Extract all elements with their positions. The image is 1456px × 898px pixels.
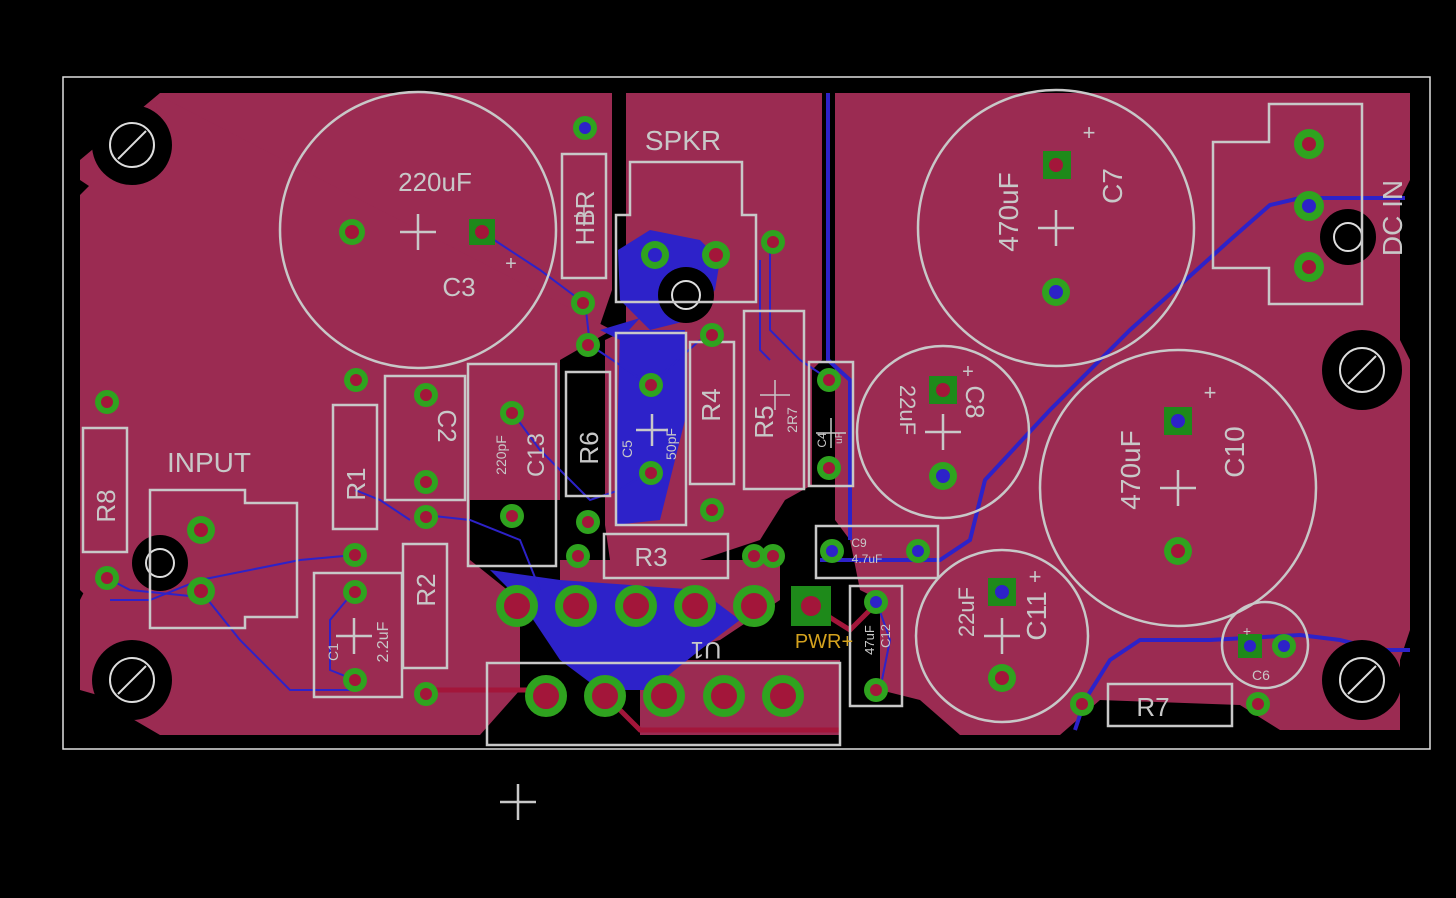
c7-value-label: 470uF bbox=[993, 172, 1024, 251]
board-outline bbox=[62, 76, 1431, 750]
pwr-label: PWR+ bbox=[795, 631, 853, 653]
c3-outline bbox=[278, 90, 558, 370]
c8-outline bbox=[855, 344, 1031, 520]
mounting-holes bbox=[92, 105, 1402, 720]
r4-label: R4 bbox=[696, 388, 726, 421]
c7-outline bbox=[916, 88, 1196, 368]
c13-outline bbox=[466, 362, 558, 568]
c1-value-label: 2.2uF bbox=[375, 621, 392, 662]
c10-outline bbox=[1038, 348, 1318, 628]
mounting-hole-dcin bbox=[1320, 209, 1376, 265]
r6-outline bbox=[564, 370, 612, 498]
c7-polarity-mark: + bbox=[1083, 120, 1096, 145]
silkscreen bbox=[81, 88, 1364, 820]
c10-value-label: 470uF bbox=[1115, 430, 1146, 509]
c11-outline bbox=[914, 548, 1090, 724]
c12-outline bbox=[848, 584, 904, 708]
c13-name-label: C13 bbox=[523, 433, 550, 477]
c5-value-label: 50pF bbox=[663, 428, 679, 460]
c3-name-label: C3 bbox=[442, 272, 475, 302]
r2-label: R2 bbox=[411, 573, 441, 606]
pads bbox=[95, 116, 1324, 717]
c10-name-label: C10 bbox=[1219, 426, 1250, 477]
r1-label: R1 bbox=[341, 467, 371, 500]
c8-polarity-mark: + bbox=[962, 361, 974, 383]
mounting-hole-spkr bbox=[658, 267, 714, 323]
spkr-outline bbox=[614, 160, 758, 304]
c3-polarity-mark: + bbox=[505, 253, 517, 275]
c6-label: C6 bbox=[1252, 667, 1270, 683]
input-label: INPUT bbox=[167, 447, 251, 478]
c3-value-label: 220uF bbox=[398, 167, 472, 197]
dcin-outline bbox=[1211, 102, 1364, 306]
c9-value-label: 4.7uF bbox=[852, 552, 883, 566]
r5-outline bbox=[742, 309, 806, 491]
c5-outline bbox=[614, 331, 688, 527]
spkr-label: SPKR bbox=[645, 125, 721, 156]
c11-polarity-mark: + bbox=[1029, 564, 1042, 589]
c4-outline bbox=[807, 360, 855, 488]
c2-label: C2 bbox=[432, 409, 462, 442]
u1-outline bbox=[485, 661, 842, 747]
r8-outline bbox=[81, 426, 129, 554]
c7-name-label: C7 bbox=[1097, 168, 1128, 204]
r5-value-label: 2R7 bbox=[784, 407, 800, 433]
c6-outline bbox=[1220, 600, 1310, 690]
hbr-label: HBR bbox=[570, 191, 600, 246]
c10-polarity-mark: + bbox=[1204, 380, 1217, 405]
u1-label: U1 bbox=[691, 636, 722, 663]
c11-name-label: C11 bbox=[1021, 591, 1052, 640]
c13-value-label: 220pF bbox=[493, 435, 509, 475]
c2-outline bbox=[383, 374, 467, 502]
input-outline bbox=[148, 488, 299, 630]
r1-outline bbox=[331, 403, 379, 531]
r8-label: R8 bbox=[91, 489, 121, 522]
c11-value-label: 22uF bbox=[954, 587, 979, 637]
c9-outline bbox=[814, 524, 940, 580]
c12-value-label: 47uF bbox=[862, 625, 877, 655]
c5-name-label: C5 bbox=[619, 440, 635, 458]
c6-polarity-mark: + bbox=[1243, 623, 1251, 639]
c4-name-label: C4 bbox=[815, 432, 829, 448]
c8-value-label: 22uF bbox=[895, 385, 920, 435]
r3-outline bbox=[602, 532, 730, 580]
mounting-hole-r bbox=[1322, 330, 1402, 410]
c12-name-label: C12 bbox=[878, 624, 893, 648]
hbr-outline bbox=[560, 152, 608, 280]
mounting-hole-bl bbox=[92, 640, 172, 720]
c9-name-label: C9 bbox=[851, 536, 867, 550]
mounting-hole-input bbox=[132, 535, 188, 591]
r6-label: R6 bbox=[574, 431, 604, 464]
dcin-label: DC IN bbox=[1377, 180, 1408, 256]
silkscreen-labels: 220uF C3 + HBR SPKR 470uF C7 + DC IN INP… bbox=[91, 120, 1408, 722]
r7-outline bbox=[1106, 682, 1234, 728]
c1-outline bbox=[312, 571, 404, 699]
mounting-hole-tl bbox=[92, 105, 172, 185]
mounting-hole-br bbox=[1322, 640, 1402, 720]
r3-label: R3 bbox=[634, 542, 667, 572]
c4-value-label: uF bbox=[834, 432, 845, 444]
c8-name-label: C8 bbox=[960, 385, 990, 418]
r7-label: R7 bbox=[1136, 692, 1169, 722]
c1-name-label: C1 bbox=[325, 643, 341, 661]
r5-label: R5 bbox=[749, 405, 779, 438]
